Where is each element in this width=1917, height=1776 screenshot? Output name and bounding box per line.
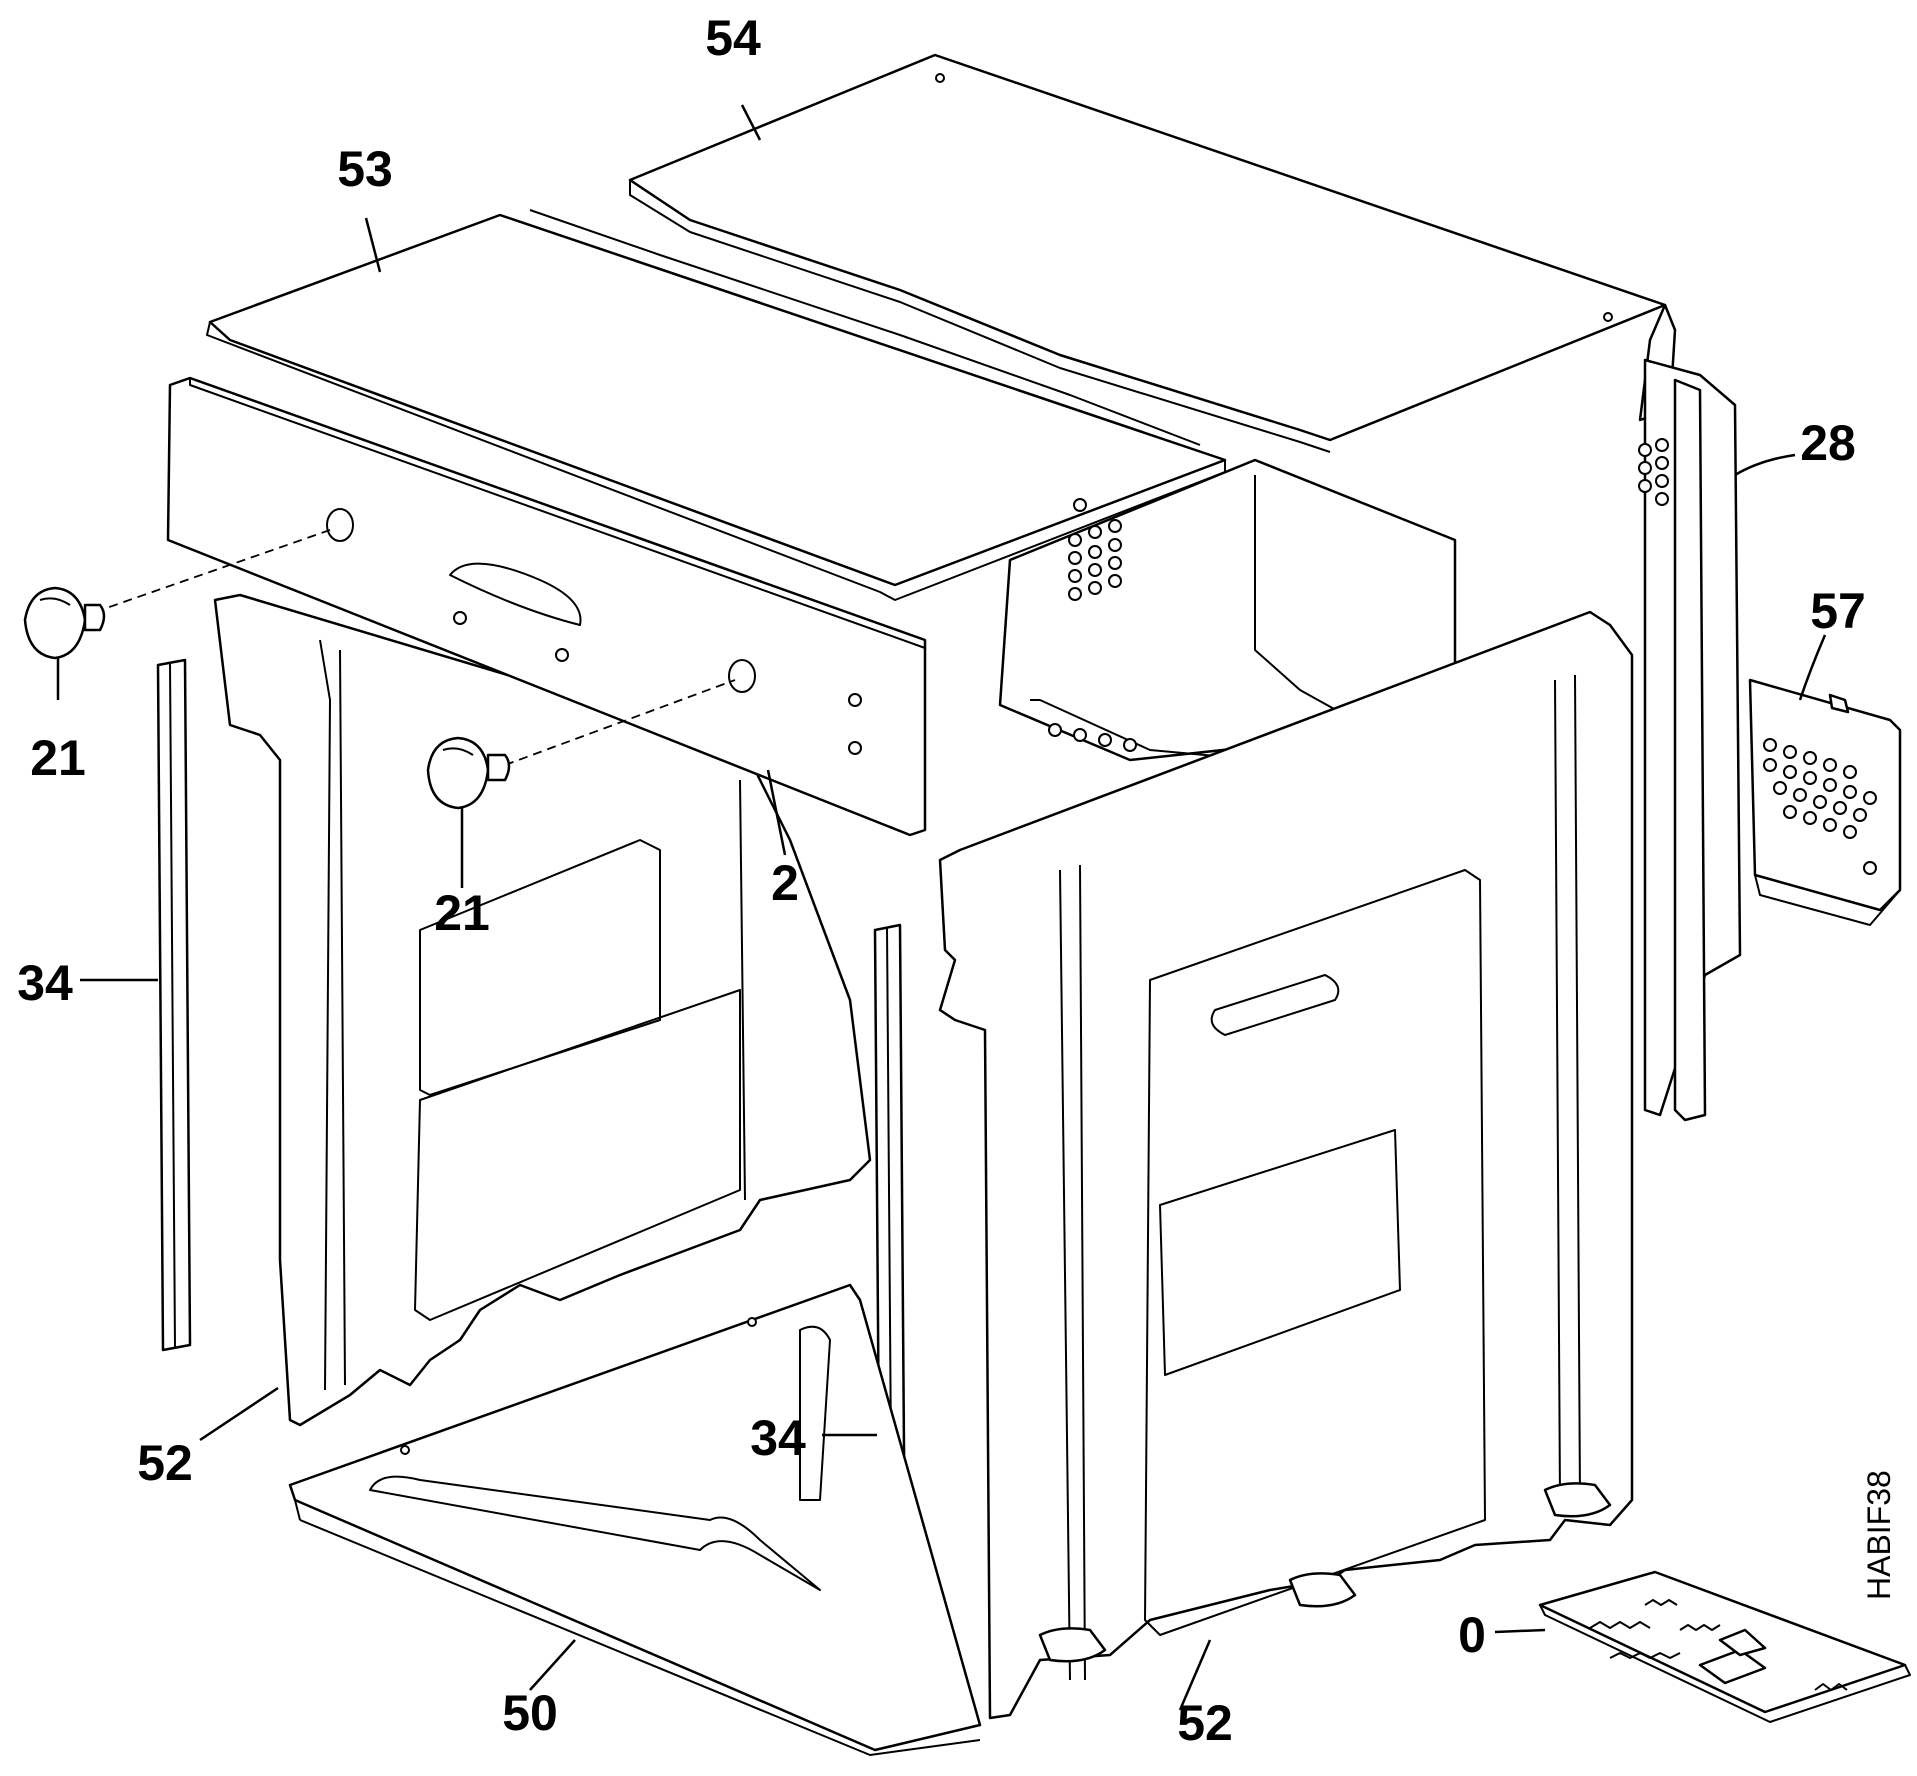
knob-alignment-line-left bbox=[94, 529, 331, 613]
part-50-bottom-panel bbox=[288, 1283, 982, 1756]
callout-34-right: 34 bbox=[750, 1410, 806, 1466]
callout-54: 54 bbox=[705, 10, 761, 66]
callout-21-left: 21 bbox=[30, 730, 86, 786]
leader-lines bbox=[56, 104, 1827, 1711]
callout-52-left: 52 bbox=[137, 1435, 193, 1491]
part-0-user-manual bbox=[1538, 1570, 1911, 1723]
back-vent-holes bbox=[1048, 519, 1137, 752]
knob-alignment-line-right bbox=[504, 679, 736, 766]
diagram-code: HABIF38 bbox=[1861, 1470, 1897, 1600]
oven-back-frame bbox=[998, 458, 1457, 762]
part-52-left-side-panel bbox=[213, 593, 872, 1427]
callout-2: 2 bbox=[771, 855, 799, 911]
right-panel-feet bbox=[1038, 1482, 1612, 1663]
part-52-right-side-panel bbox=[938, 610, 1634, 1720]
bracket-vent-holes bbox=[1763, 738, 1877, 875]
part-28-rear-panel bbox=[1638, 358, 1742, 1122]
part-2-control-panel bbox=[166, 376, 927, 837]
part-21-knob-left bbox=[23, 586, 106, 660]
callout-28: 28 bbox=[1800, 415, 1856, 471]
callout-50: 50 bbox=[502, 1685, 558, 1741]
callout-57: 57 bbox=[1810, 583, 1866, 639]
callout-0: 0 bbox=[1458, 1607, 1486, 1663]
callout-34-left: 34 bbox=[17, 955, 73, 1011]
callout-53: 53 bbox=[337, 141, 393, 197]
callout-52-right: 52 bbox=[1177, 1695, 1233, 1751]
part-34-trim-strip-left bbox=[156, 658, 192, 1352]
part-53-upper-panel bbox=[206, 209, 1227, 601]
rear-vent-holes bbox=[1638, 438, 1669, 506]
part-21-knob-right bbox=[426, 736, 511, 810]
part-57-rear-bracket bbox=[1748, 678, 1902, 926]
callout-labels: 54 53 28 57 21 21 2 34 34 52 52 50 0 HAB… bbox=[17, 10, 1897, 1751]
callout-21-right: 21 bbox=[434, 885, 490, 941]
